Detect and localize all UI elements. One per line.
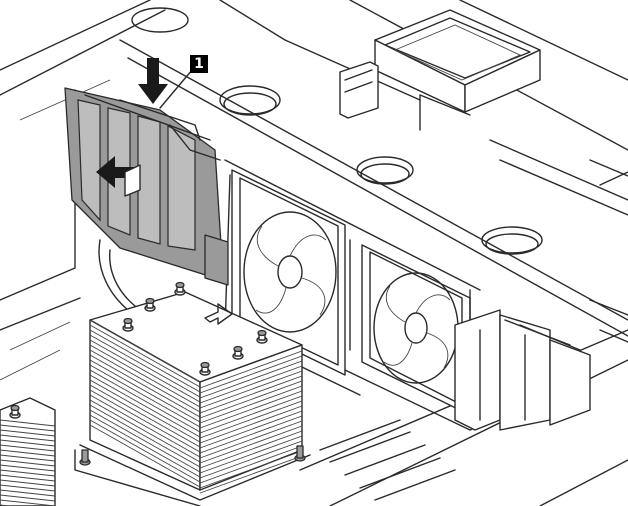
push-down-arrow-icon — [138, 58, 168, 104]
callout-number-1: 1 — [190, 55, 208, 73]
callout-leader-line — [159, 69, 193, 109]
expansion-slot-clips — [454, 299, 628, 431]
processor-heatsink — [74, 291, 311, 506]
cable-connector — [339, 61, 379, 119]
pull-left-arrow-icon — [96, 156, 141, 197]
gray-bracket — [64, 87, 229, 286]
air-duct — [419, 94, 628, 216]
system-fan-left — [231, 169, 346, 376]
memory-slots — [319, 419, 456, 501]
processor-socket — [374, 9, 541, 113]
second-heatsink — [0, 397, 56, 506]
heatsink-screws — [79, 281, 306, 466]
cable-ring-holes — [131, 7, 543, 255]
system-fan-right — [361, 244, 471, 416]
